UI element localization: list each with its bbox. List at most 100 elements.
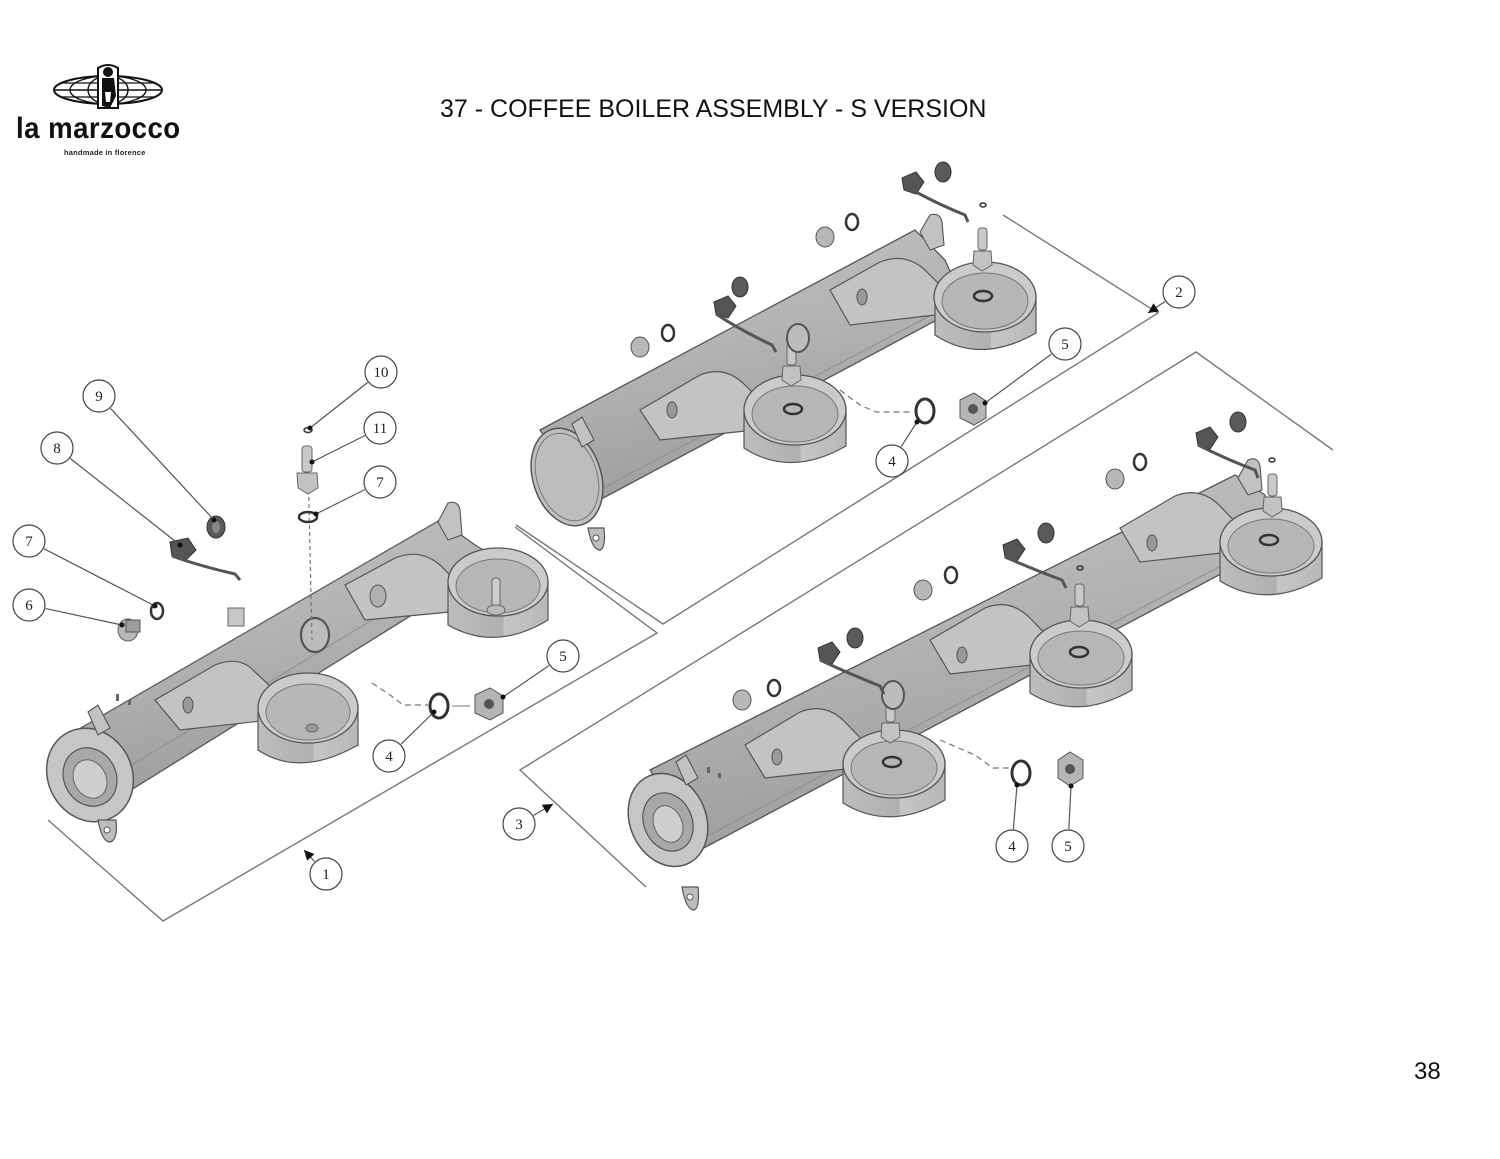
part-6-plug xyxy=(117,618,141,642)
page-title: 37 - COFFEE BOILER ASSEMBLY - S VERSION xyxy=(440,95,987,123)
leader-arrow xyxy=(541,804,553,814)
leader-arrow xyxy=(304,850,315,861)
brand-tagline: handmade in florence xyxy=(64,148,146,157)
leader-dot xyxy=(1014,782,1020,788)
callout-7: 7 xyxy=(313,465,397,517)
callout-label: 4 xyxy=(385,749,393,765)
loose-parts-assembly-3 xyxy=(732,411,1276,787)
callout-circle xyxy=(82,379,116,413)
callout-circle xyxy=(1162,275,1196,309)
callout-circle xyxy=(40,431,74,465)
leader-dot xyxy=(177,542,183,548)
leader-line xyxy=(900,421,918,448)
leader-dot xyxy=(119,622,125,628)
leader-line xyxy=(69,458,181,546)
callout-4: 4 xyxy=(875,419,920,478)
callout-7: 7 xyxy=(12,524,158,609)
part-11-fitting xyxy=(296,445,319,495)
callout-11: 11 xyxy=(309,411,397,465)
callout-circle xyxy=(502,807,536,841)
leader-dot xyxy=(982,400,988,406)
leader-line xyxy=(1012,784,1018,830)
leader-arrow xyxy=(1148,303,1160,313)
callout-label: 8 xyxy=(53,441,61,457)
leader-line xyxy=(45,607,123,626)
leader-line xyxy=(110,408,215,521)
leader-line xyxy=(400,711,435,745)
callout-circle xyxy=(12,588,46,622)
callout-label: 5 xyxy=(559,649,567,665)
callout-9: 9 xyxy=(82,379,217,523)
callout-label: 4 xyxy=(1008,839,1016,855)
loose-parts-assembly-2 xyxy=(630,161,987,426)
callout-5: 5 xyxy=(1051,783,1085,863)
callout-circle xyxy=(363,411,397,445)
callout-circle xyxy=(363,465,397,499)
callout-10: 10 xyxy=(307,355,398,431)
boiler-assembly-3 xyxy=(627,411,1323,911)
callout-label: 11 xyxy=(373,421,387,437)
globe-lion-emblem-icon xyxy=(53,64,163,109)
bracket-assembly-2 xyxy=(515,214,1160,625)
leader-line xyxy=(502,665,550,698)
callout-circle xyxy=(364,355,398,389)
callout-1: 1 xyxy=(303,849,343,891)
part-9-nut xyxy=(206,515,226,539)
callout-circle xyxy=(309,857,343,891)
callout-5: 5 xyxy=(500,639,580,700)
callout-2: 2 xyxy=(1147,275,1196,314)
leader-line xyxy=(311,435,366,463)
leader-line xyxy=(43,548,156,607)
part-5-hex-nut xyxy=(474,687,504,721)
part-4-ring xyxy=(428,692,450,720)
callout-4: 4 xyxy=(995,782,1029,863)
leader-dot xyxy=(211,517,217,523)
callout-circle xyxy=(1048,327,1082,361)
callout-label: 7 xyxy=(376,475,384,491)
brand-logo: la marzocco handmade in florence xyxy=(12,62,202,162)
part-7-gasket-upper xyxy=(297,510,319,524)
callout-label: 10 xyxy=(374,365,389,381)
leader-line xyxy=(309,382,369,429)
callout-circle xyxy=(546,639,580,673)
callouts: 10 9 11 8 7 7 6 5 4 1 2 5 4 3 4 5 xyxy=(12,275,1196,891)
part-7-gasket-left xyxy=(149,601,165,621)
leader-dot xyxy=(1068,783,1074,789)
leader-dot xyxy=(914,419,920,425)
callout-label: 4 xyxy=(888,454,896,470)
callout-circle xyxy=(875,444,909,478)
leader-dot xyxy=(152,603,158,609)
leader-dot xyxy=(431,709,437,715)
page-number: 38 xyxy=(1414,1058,1441,1085)
callout-circle xyxy=(995,829,1029,863)
leader-line xyxy=(315,489,366,515)
callout-circle xyxy=(1051,829,1085,863)
callout-3: 3 xyxy=(502,803,554,841)
callout-circle xyxy=(372,739,406,773)
callout-8: 8 xyxy=(40,431,183,548)
leader-dot xyxy=(500,694,506,700)
callout-label: 5 xyxy=(1061,337,1069,353)
callout-label: 9 xyxy=(95,389,103,405)
part-8-probe xyxy=(169,537,242,581)
callout-label: 5 xyxy=(1064,839,1072,855)
leader-dot xyxy=(309,459,315,465)
callout-label: 1 xyxy=(322,867,330,883)
callout-label: 6 xyxy=(25,598,33,614)
callout-4: 4 xyxy=(372,709,437,773)
leader-dot xyxy=(313,511,319,517)
callout-circle xyxy=(12,524,46,558)
bracket-assembly-3 xyxy=(518,351,1334,888)
leader-line xyxy=(1068,785,1072,830)
boiler-assembly-2 xyxy=(530,161,1037,551)
callout-6: 6 xyxy=(12,588,125,628)
callout-label: 2 xyxy=(1175,285,1183,301)
bracket-assembly-1 xyxy=(47,526,659,922)
brand-name: la marzocco xyxy=(16,112,181,145)
leader-line xyxy=(984,353,1052,404)
boiler-assembly-1 xyxy=(45,501,549,843)
leader-dot xyxy=(307,425,313,431)
callout-label: 7 xyxy=(25,534,33,550)
callout-5: 5 xyxy=(982,327,1082,406)
